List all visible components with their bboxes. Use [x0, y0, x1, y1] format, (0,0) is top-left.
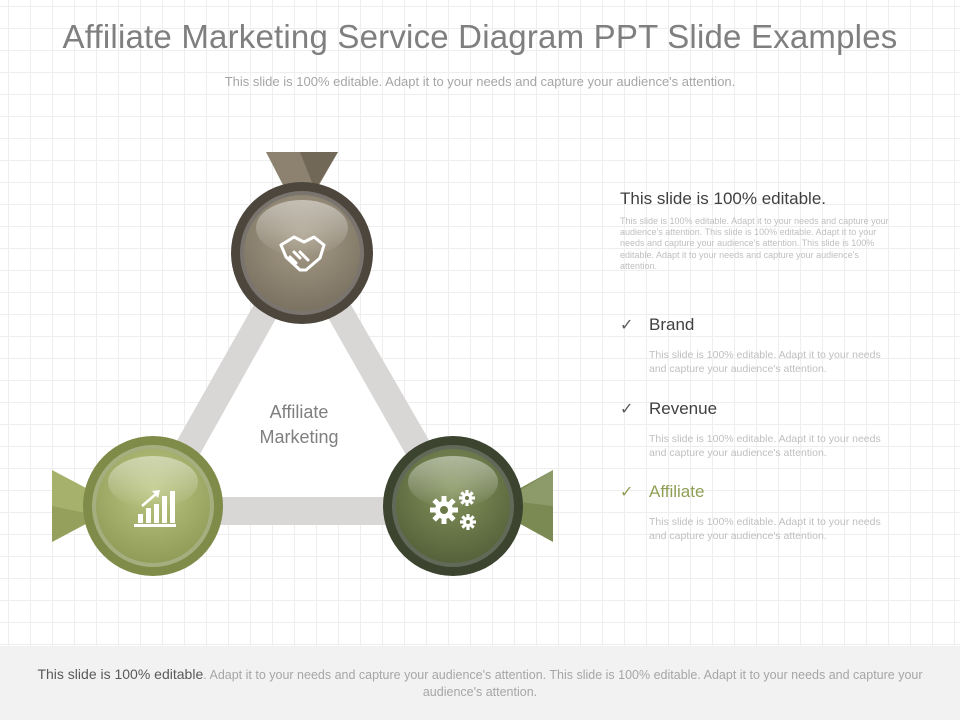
item-label-affiliate: Affiliate [649, 482, 705, 501]
item-desc-brand: This slide is 100% editable. Adapt it to… [649, 349, 881, 375]
center-label-line2: Marketing [259, 427, 339, 447]
center-label-line1: Affiliate [269, 402, 329, 422]
check-icon: ✓ [620, 317, 634, 334]
gears-icon [430, 490, 476, 530]
handshake-icon [279, 235, 326, 272]
node-bottom-right [383, 436, 523, 576]
bar-chart-growth-icon [134, 490, 176, 527]
footer-body: . Adapt it to your needs and capture you… [203, 668, 923, 699]
triangle-frame [140, 235, 467, 525]
footer-lead: This slide is 100% editable [37, 666, 204, 682]
footer-text: This slide is 100% editable. Adapt it to… [16, 666, 944, 701]
item-label-brand: Brand [649, 315, 695, 334]
panel-body: This slide is 100% editable. Adapt it to… [620, 216, 889, 271]
check-icon: ✓ [620, 484, 634, 501]
item-label-revenue: Revenue [649, 399, 718, 418]
node-bottom-left [83, 436, 223, 576]
check-icon: ✓ [620, 401, 634, 418]
slide-subtitle: This slide is 100% editable. Adapt it to… [224, 74, 736, 89]
item-desc-revenue: This slide is 100% editable. Adapt it to… [649, 433, 881, 459]
center-label: Affiliate Marketing [228, 400, 370, 450]
footer-bar: This slide is 100% editable. Adapt it to… [0, 646, 960, 720]
slide-title: Affiliate Marketing Service Diagram PPT … [62, 18, 898, 55]
panel-heading: This slide is 100% editable. [620, 189, 827, 208]
item-desc-affiliate: This slide is 100% editable. Adapt it to… [649, 516, 881, 542]
